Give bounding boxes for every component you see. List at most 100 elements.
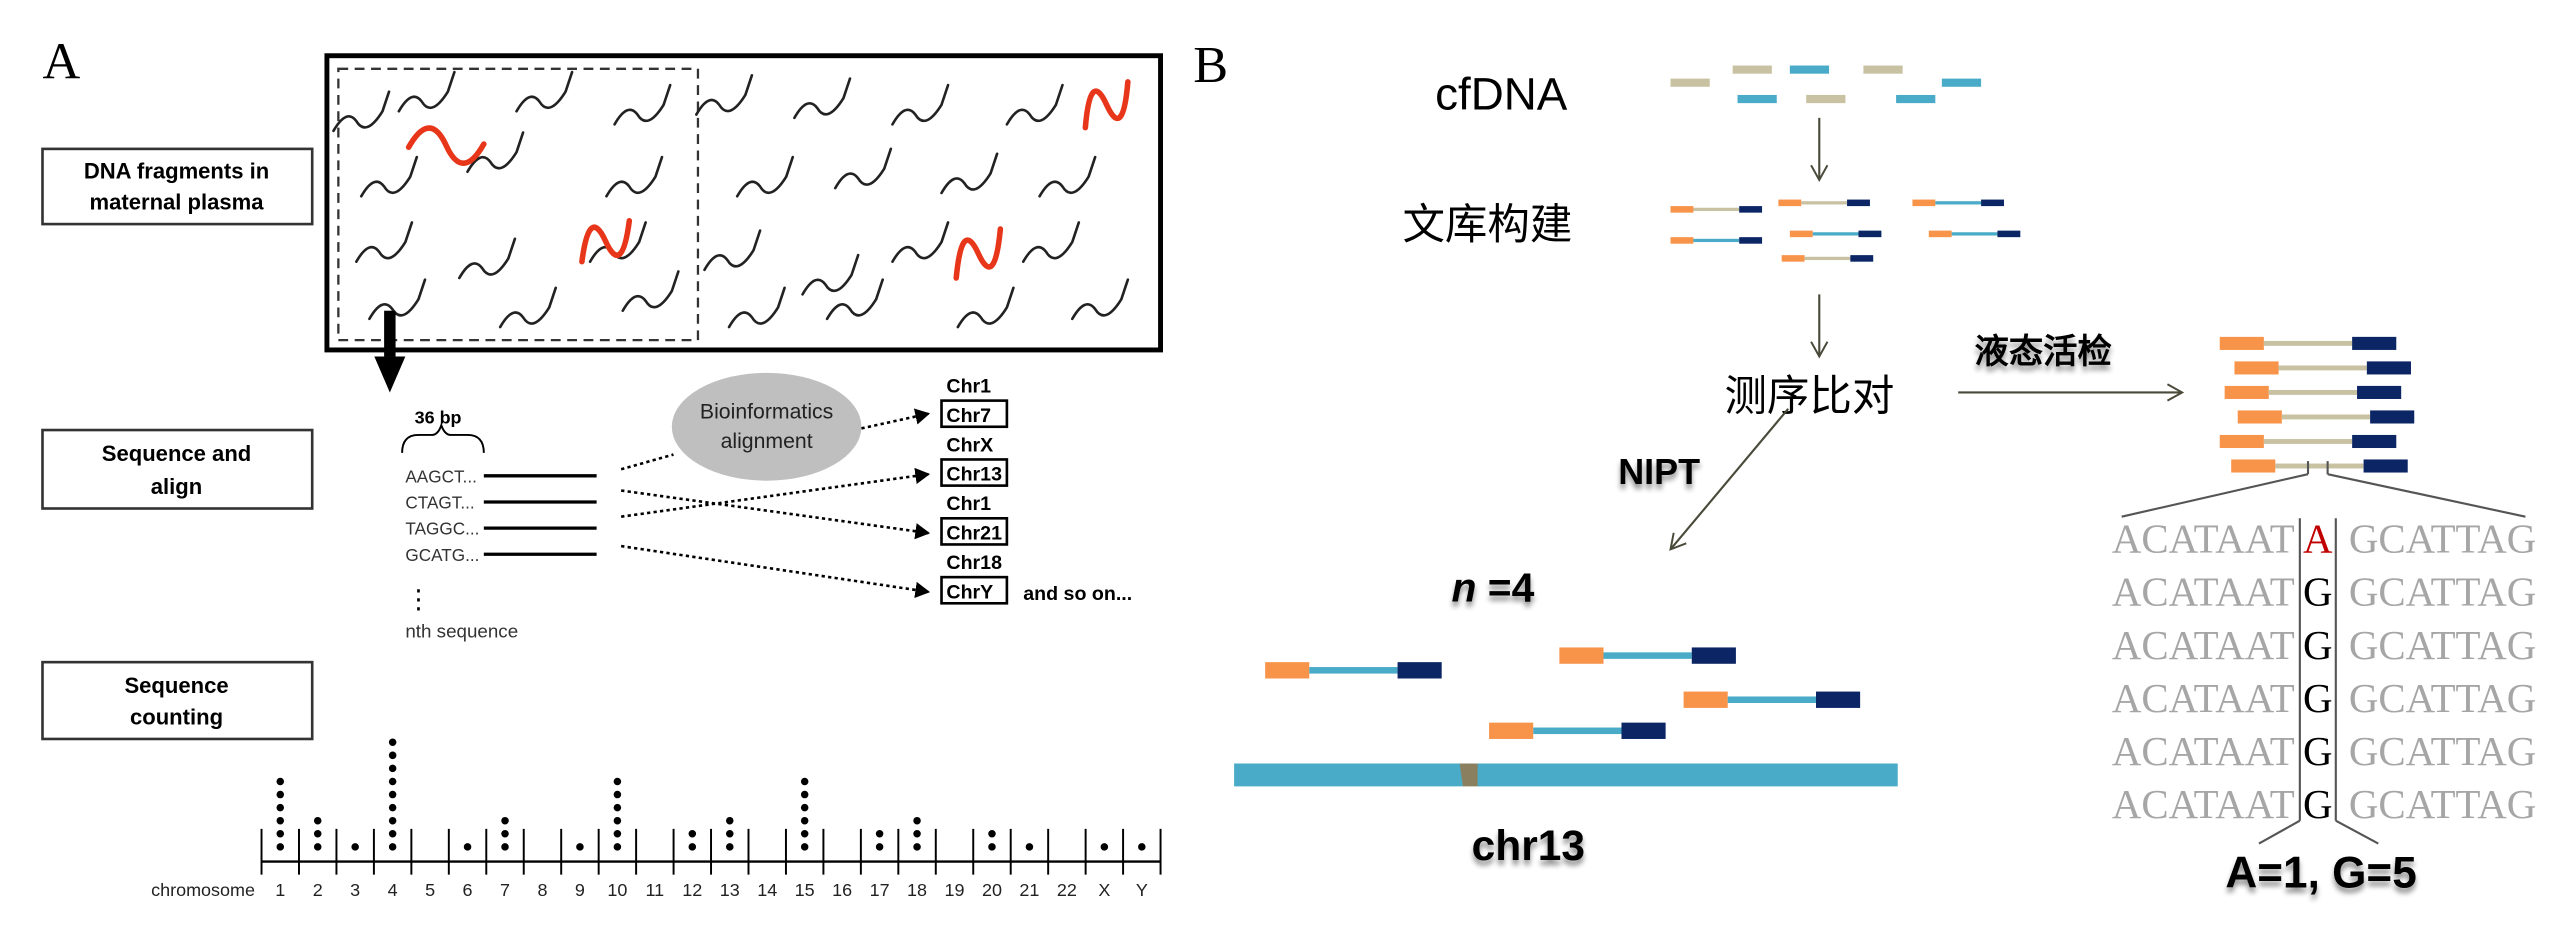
dna-fragment [727,286,786,329]
target-box [940,516,1009,546]
chart-tick-label: 8 [537,880,547,900]
zoom-lines [2121,461,2526,845]
chart-count-dot [913,816,921,825]
alignment-right-seq: GCATTAG [2349,729,2536,774]
chart-tick-label: 10 [607,880,627,900]
chart-count-dot [688,843,697,851]
chart-count-dot [613,803,622,812]
chart-count-dot [613,843,622,851]
target-box-label: Chr21 [946,523,1002,545]
step-label-line1: Sequence [124,673,228,698]
chart-count-dot [276,803,285,812]
mapping-arrow [861,408,931,430]
chart-tick-label: 19 [945,880,965,900]
dna-fragment [605,155,664,198]
dna-fragment [613,83,672,126]
chart-tick-label: 16 [832,880,852,900]
fetal-dna-fragment [405,125,487,166]
liquid-biopsy-label: 液态活检 [1975,332,2112,372]
dna-fragment [833,147,893,190]
alignment-right-seq: GCATTAG [2349,517,2536,562]
dna-fragments [332,70,1131,329]
library-fragment [1670,237,1763,244]
chart-tick-label: 2 [313,880,323,900]
chart-count-dot [313,816,322,825]
dna-fragment [956,286,1015,329]
nipt-read [1265,662,1442,679]
dna-fragment [1005,83,1064,126]
read-sequence: GCATG... [405,545,479,565]
variant-base: G [2303,782,2333,827]
dna-fragment [793,77,852,120]
liquid-biopsy-read [2224,385,2402,399]
n-variable: n [1451,565,1476,611]
read-sequence: CTAGT... [405,492,474,512]
read-length-label: 36 bp [415,408,462,428]
vertical-ellipsis-icon: ⋮ [405,584,431,614]
chart-count-dot [388,738,397,747]
chart-count-dot [800,816,809,825]
alignment-left-seq: ACATAAT [2112,676,2295,721]
chart-count-dot [501,830,509,838]
chart-count-dot [800,830,809,838]
brace-icon [401,422,485,453]
variant-base: A [2303,517,2333,562]
plasma-box [324,53,1163,353]
cfdna-fragment [1863,65,1903,74]
step-label-line1: DNA fragments in [84,158,269,183]
chart-count-dot [875,843,884,851]
chart-count-dot [613,777,622,786]
bubble-line2: alignment [721,429,813,453]
chart-tick-label: Y [1136,880,1148,900]
chart-tick-label: 18 [907,880,927,900]
read-count-label: n =4 [1451,565,1534,611]
dna-fragment [355,221,414,263]
chart-count-dot [875,830,884,838]
chart-count-dot [688,830,697,838]
fetal-dna-fragment [1082,79,1131,131]
library-fragments [1670,199,2021,262]
chart-tick-label: 12 [682,880,702,900]
chart-tick-label: 3 [350,880,360,900]
step-label-fragments: DNA fragments in maternal plasma [41,147,314,226]
dna-fragment [825,278,884,321]
chart-tick-label: 4 [388,880,398,900]
down-arrow-icon [374,310,406,393]
chart-tick-label: 14 [757,880,777,900]
dna-fragment [397,70,456,113]
liquid-biopsy-read [2219,434,2397,449]
nth-sequence-label: nth sequence [405,621,518,642]
chart-count-dot [726,843,734,851]
chart-count-dot [313,830,322,838]
target-box-label: Chr7 [946,405,991,427]
chart-tick-label: 15 [795,880,815,900]
dna-fragment [1038,155,1097,198]
cfdna-fragment [1941,78,1982,87]
chart-count-dot [276,790,285,799]
chart-tick-label: 7 [500,880,510,900]
chart-count-dot [613,790,622,799]
target-chromosome-label: Chr18 [946,552,1002,574]
chart-tick-label: X [1098,880,1110,900]
chart-xlabel: chromosome [151,880,255,900]
chart-tick-label: 20 [982,880,1002,900]
variant-base: G [2303,623,2333,668]
library-fragment [1912,199,2004,207]
chart-tick-label: 9 [575,880,585,900]
chart-count-dot [988,830,996,838]
dna-fragment [940,152,999,195]
library-fragment [1778,199,1870,207]
chart-tick-label: 17 [870,880,890,900]
mapping-arrow [620,467,931,518]
step-label-line2: align [151,474,202,499]
chart-count-dot [800,843,809,851]
chart-count-dot [800,790,809,799]
target-box-label: ChrY [946,581,993,603]
chart-count-dot [463,843,472,851]
